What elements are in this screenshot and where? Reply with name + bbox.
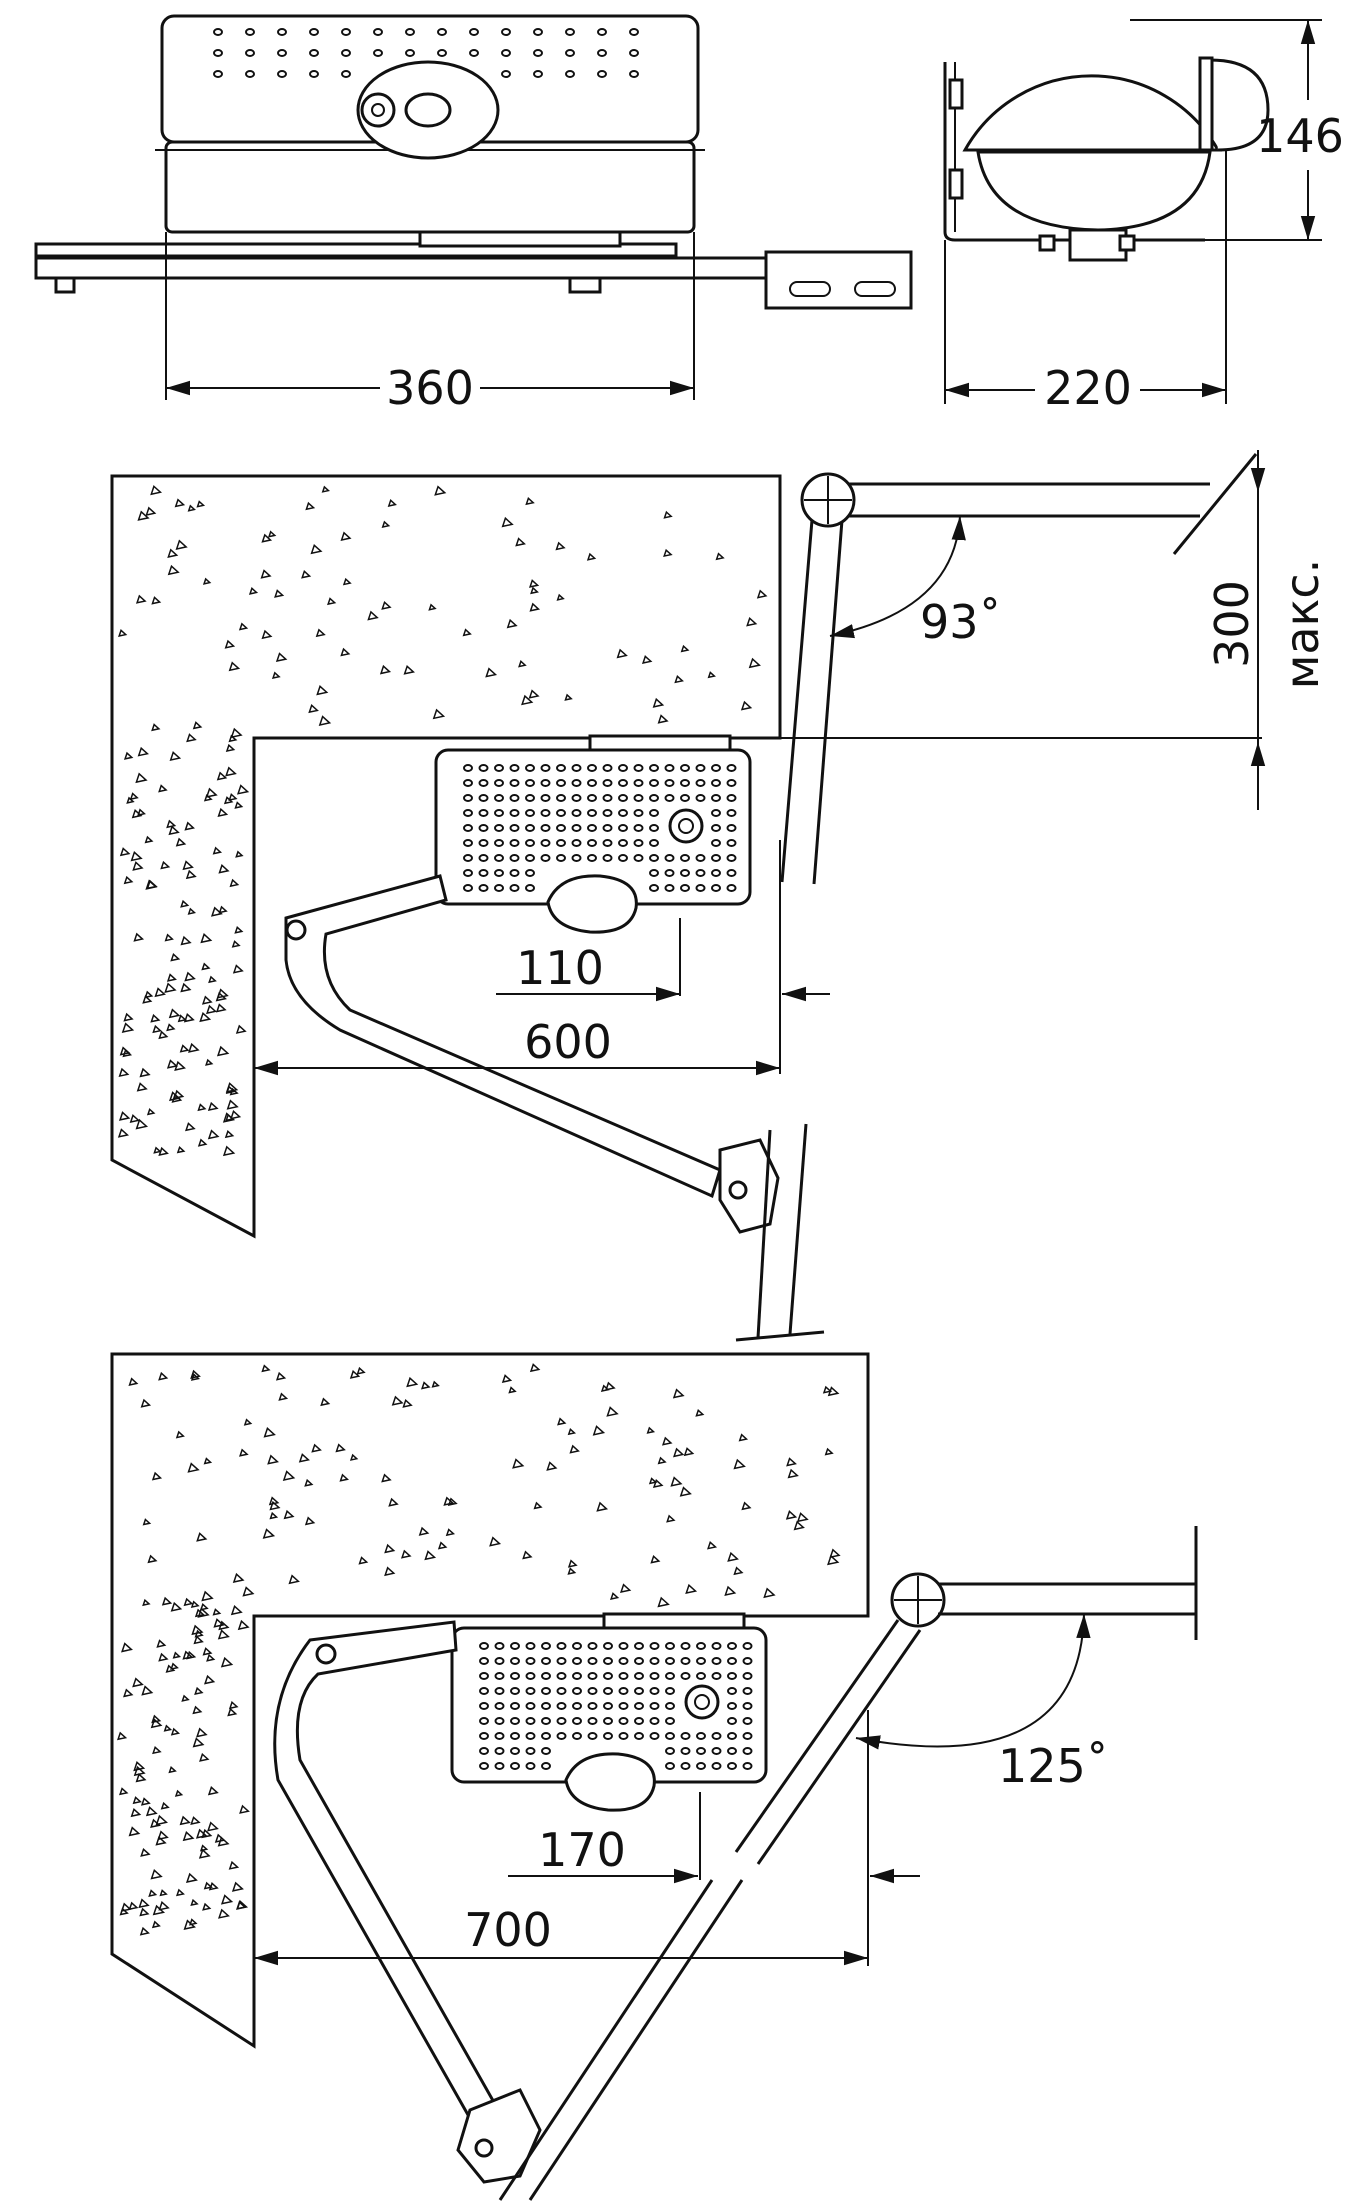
vent-holes-2 xyxy=(479,1642,753,1770)
installation-plan-125: 125˚ 170 700 xyxy=(110,1352,1198,2201)
dim-360-label: 360 xyxy=(386,361,474,415)
max-300-label: 300 xyxy=(1205,580,1259,668)
dim-110-label: 110 xyxy=(516,941,604,995)
lock-icon xyxy=(360,92,396,128)
concrete-hatch-1 xyxy=(117,485,768,1157)
dim-700-label: 700 xyxy=(464,1903,552,1957)
operator-arm-1 xyxy=(284,874,722,1199)
concrete-hatch-2 xyxy=(117,1363,841,1936)
dim-600-label: 600 xyxy=(524,1015,612,1069)
wall-section-1 xyxy=(110,474,782,1239)
motor-dome xyxy=(962,74,1221,152)
angle-125-label: 125˚ xyxy=(998,1739,1109,1793)
front-elevation-view: 360 xyxy=(34,14,913,415)
vent-holes-1 xyxy=(463,764,737,892)
dim-146-label: 146 xyxy=(1256,109,1344,163)
side-elevation-view: 220 146 xyxy=(943,19,1344,415)
end-bracket xyxy=(764,250,913,310)
dim-170-label: 170 xyxy=(538,1823,626,1877)
wall-section-2 xyxy=(110,1352,870,2049)
installation-plan-93: 93˚ 300 макс. 110 600 xyxy=(110,450,1329,1342)
pivot-icon xyxy=(285,919,307,941)
dim-220-label: 220 xyxy=(1044,361,1132,415)
side-bracket xyxy=(943,62,1205,242)
angle-93-label: 93˚ xyxy=(920,595,1002,649)
vent-holes-top xyxy=(213,28,639,78)
max-suffix-label: макс. xyxy=(1275,559,1329,690)
